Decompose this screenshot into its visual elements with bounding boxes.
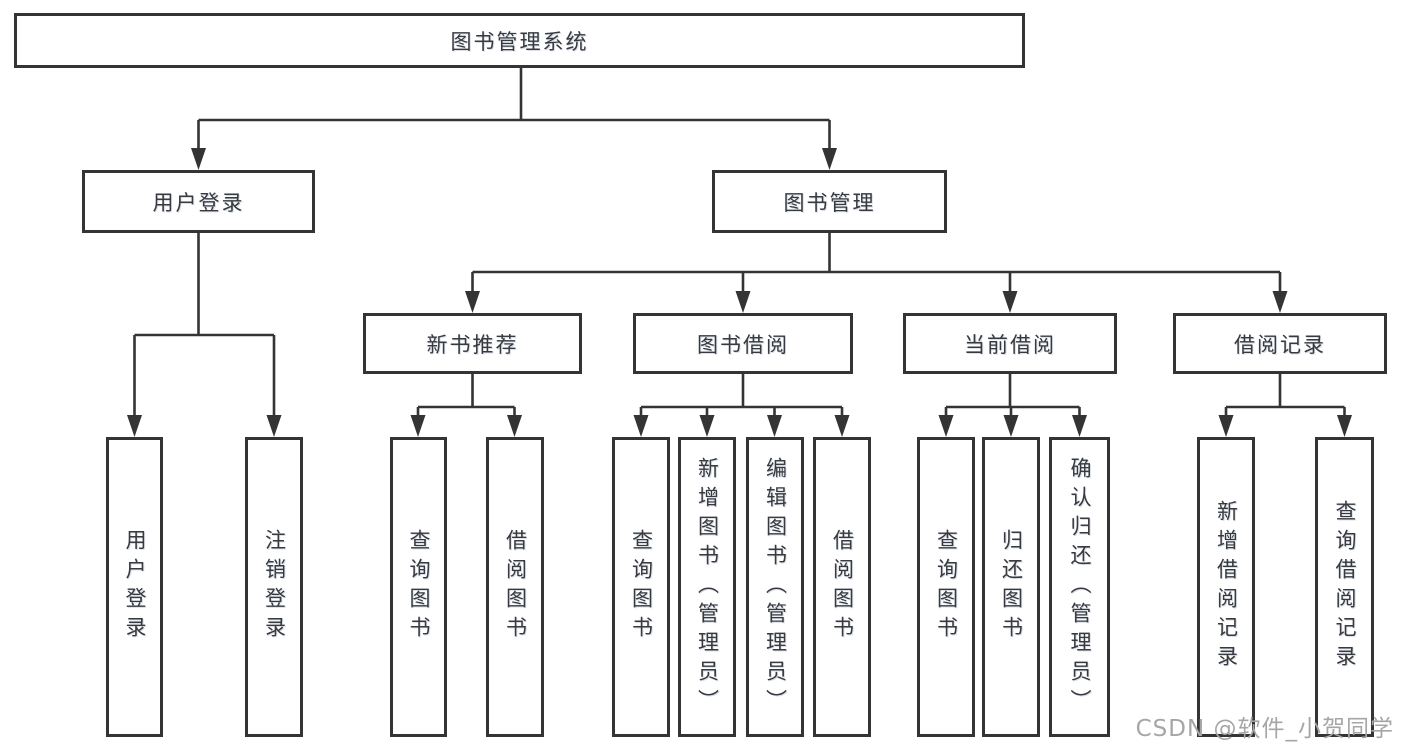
leaf-label: 查询图书 — [407, 529, 431, 645]
node-label: 新书推荐 — [426, 332, 519, 357]
leaf-confirm-return-admin: 确认归还（管理员） — [1049, 437, 1110, 737]
csdn-watermark: CSDN @软件_小贺同学 — [1135, 716, 1394, 742]
leaf-label: 确认归还（管理员） — [1068, 456, 1092, 718]
leaf-logout-login: 注销登录 — [245, 437, 303, 737]
node-label: 图书管理系统 — [450, 29, 589, 54]
leaf-label: 查询借阅记录 — [1333, 500, 1357, 674]
leaf-label: 用户登录 — [123, 529, 147, 645]
node-library-management-system: 图书管理系统 — [14, 13, 1025, 68]
node-label: 当前借阅 — [964, 332, 1056, 357]
node-book-borrow: 图书借阅 — [633, 313, 853, 374]
node-label: 用户登录 — [152, 190, 245, 215]
leaf-edit-books-admin: 编辑图书（管理员） — [746, 437, 804, 737]
leaf-query-books-2: 查询图书 — [612, 437, 670, 737]
node-user-login: 用户登录 — [82, 170, 315, 233]
node-label: 图书借阅 — [697, 332, 789, 357]
leaf-add-borrow-record: 新增借阅记录 — [1197, 437, 1255, 737]
leaf-label: 借阅图书 — [503, 529, 528, 645]
leaf-label: 借阅图书 — [830, 529, 855, 645]
leaf-return-books: 归还图书 — [982, 437, 1040, 737]
node-label: 借阅记录 — [1234, 332, 1326, 357]
node-new-book-recommend: 新书推荐 — [363, 313, 582, 374]
node-borrow-records: 借阅记录 — [1173, 313, 1387, 374]
leaf-add-books-admin: 新增图书（管理员） — [678, 437, 736, 737]
node-current-borrow: 当前借阅 — [903, 313, 1117, 374]
leaf-label: 新增借阅记录 — [1214, 500, 1239, 674]
leaf-query-books-3: 查询图书 — [917, 437, 975, 737]
node-label: 图书管理 — [783, 190, 876, 215]
leaf-label: 查询图书 — [934, 529, 959, 645]
leaf-label: 新增图书（管理员） — [695, 456, 720, 718]
leaf-label: 编辑图书（管理员） — [763, 456, 788, 718]
leaf-label: 查询图书 — [629, 529, 654, 645]
leaf-query-borrow-record: 查询借阅记录 — [1315, 437, 1374, 737]
leaf-query-books-1: 查询图书 — [390, 437, 447, 737]
leaf-label: 注销登录 — [262, 529, 287, 645]
leaf-borrow-books-2: 借阅图书 — [813, 437, 871, 737]
leaf-user-login: 用户登录 — [106, 437, 163, 737]
leaf-label: 归还图书 — [999, 529, 1024, 645]
leaf-borrow-books-1: 借阅图书 — [486, 437, 544, 737]
node-book-management: 图书管理 — [712, 170, 947, 233]
